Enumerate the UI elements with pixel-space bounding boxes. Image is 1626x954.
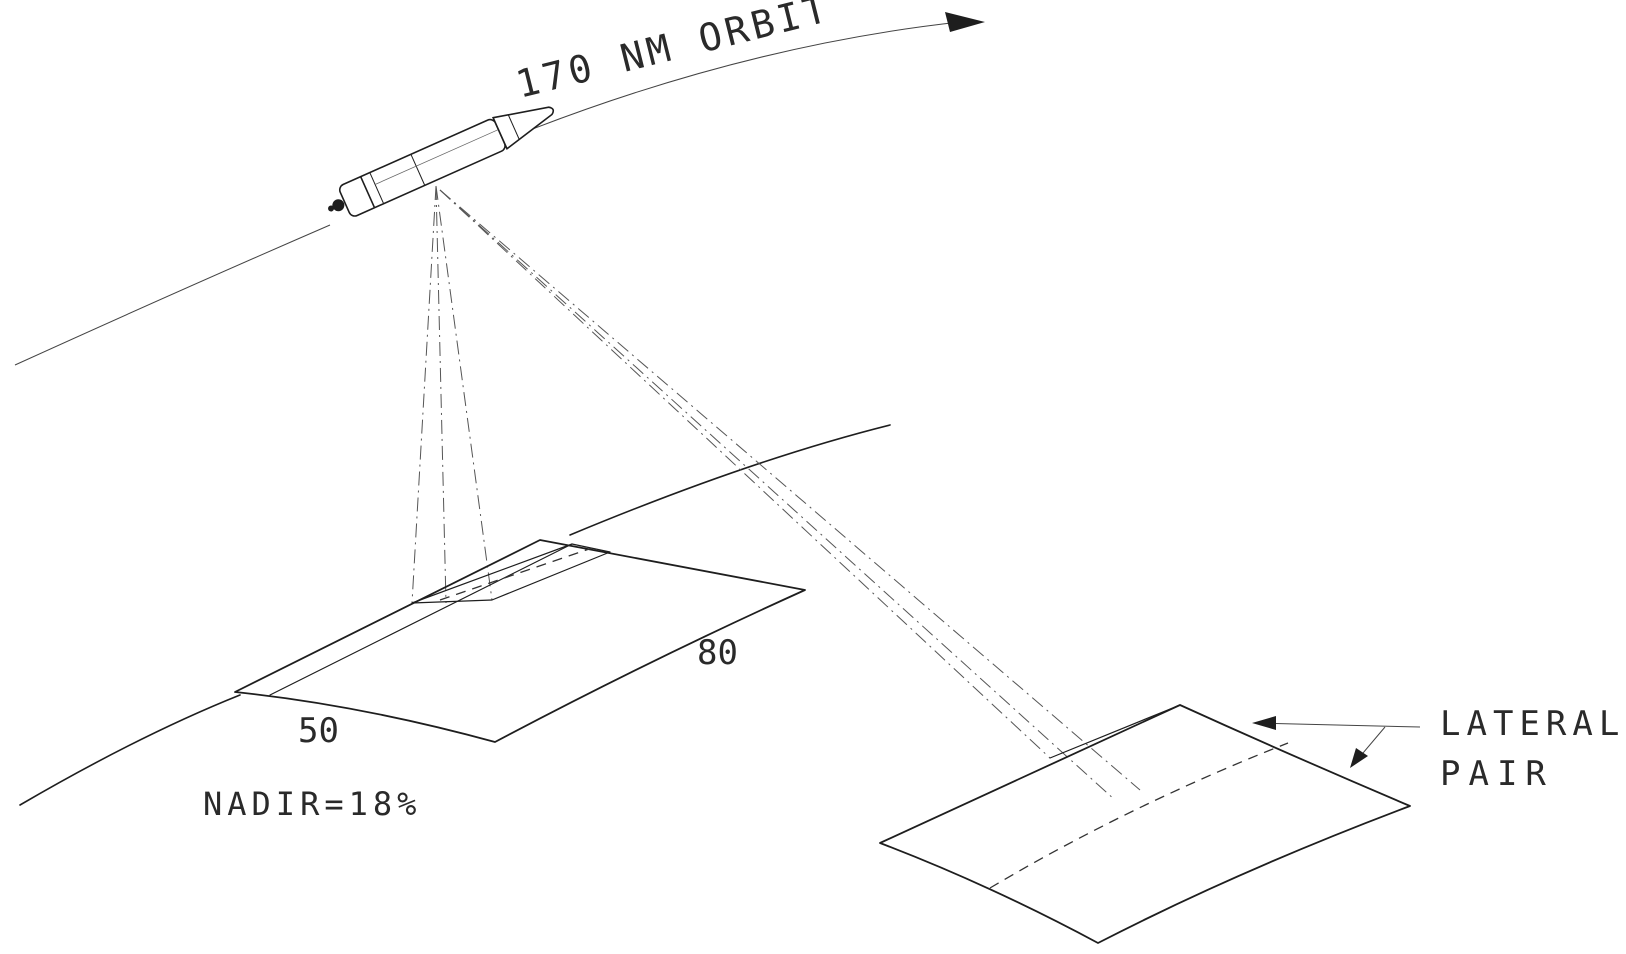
nadir-width-label-50: 50: [298, 711, 339, 751]
pair-label: PAIR: [1440, 754, 1554, 794]
orbit-path: [14, 12, 985, 366]
earth-horizon: [19, 424, 891, 806]
lateral-ground-patch: [879, 704, 1411, 944]
lateral-pair-pointers: [1252, 716, 1421, 768]
nadir-ground-patch: [234, 539, 806, 743]
nadir-view-lines: [411, 185, 493, 604]
nadir-width-label-80: 80: [697, 633, 738, 673]
lateral-view-lines: [439, 189, 1141, 801]
nadir-label: NADIR=18%: [203, 785, 421, 823]
lateral-label: LATERAL: [1440, 704, 1625, 744]
spacecraft-icon: [328, 106, 555, 217]
pointer-arrow-head-icon: [1252, 716, 1276, 730]
orbit-label: 170 NM ORBIT: [512, 0, 836, 107]
orbit-arrow-head-icon: [945, 12, 985, 32]
pointer-arrow-head-icon: [1350, 748, 1368, 768]
